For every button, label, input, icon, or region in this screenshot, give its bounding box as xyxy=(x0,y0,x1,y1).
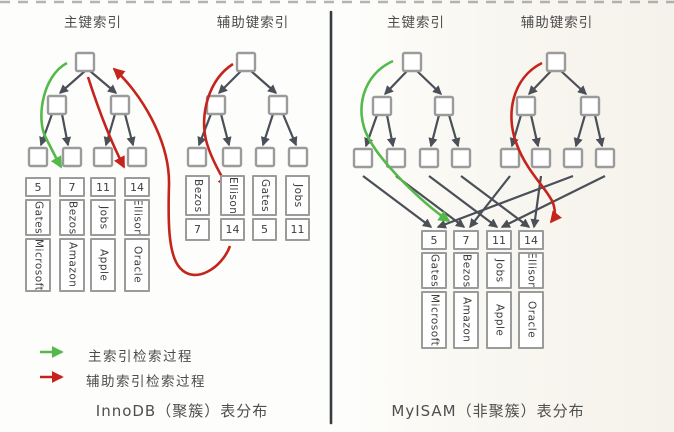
pk-cell: 5 xyxy=(25,177,51,197)
tree-node xyxy=(186,146,208,168)
tree-node xyxy=(515,95,537,117)
tree-node xyxy=(109,94,131,116)
name-cell: Ellison xyxy=(124,199,150,236)
name-cell: Jobs xyxy=(90,199,116,236)
company-cell: Oracle xyxy=(124,238,150,292)
tree-node xyxy=(385,147,407,169)
innodb-secondary-entry-ellison: Ellison 14 xyxy=(220,175,245,241)
tree-node xyxy=(579,95,601,117)
tree-node xyxy=(27,146,49,168)
legend-primary-label: 主索引检索过程 xyxy=(88,349,193,365)
tree-node xyxy=(418,147,440,169)
name-cell: Ellison xyxy=(220,175,245,216)
pk-cell: 11 xyxy=(486,230,512,250)
tree-node xyxy=(371,95,393,117)
tree-node xyxy=(352,147,374,169)
myisam-secondary-tree xyxy=(499,51,616,169)
tree-node xyxy=(433,95,455,117)
pk-cell: 5 xyxy=(252,218,277,241)
innodb-secondary-search-path-1 xyxy=(202,62,234,189)
innodb-row-11: 11 Jobs Apple xyxy=(90,177,116,292)
myisam-primary-search-path xyxy=(360,59,451,223)
legend-secondary-label: 辅助索引检索过程 xyxy=(86,374,206,390)
innodb-secondary-entry-gates: Gates 5 xyxy=(252,175,277,241)
tree-node xyxy=(254,146,276,168)
innodb-secondary-index-title: 辅助键索引 xyxy=(216,15,290,31)
pk-cell: 11 xyxy=(90,177,116,197)
company-cell: Microsoft xyxy=(25,238,51,292)
pk-cell: 5 xyxy=(421,230,447,250)
myisam-row-5: 5 Gates Microsoft xyxy=(421,230,447,349)
tree-node xyxy=(450,147,472,169)
tree-node xyxy=(562,147,584,169)
pk-cell: 14 xyxy=(124,177,150,197)
name-cell: Gates xyxy=(25,199,51,236)
innodb-row-5: 5 Gates Microsoft xyxy=(25,177,51,292)
pk-cell: 7 xyxy=(453,230,479,250)
tree-node xyxy=(126,146,148,168)
innodb-secondary-search-path-3 xyxy=(86,76,126,169)
name-cell: Gates xyxy=(252,175,277,216)
tree-node xyxy=(499,147,521,169)
company-cell: Oracle xyxy=(518,291,544,349)
innodb-secondary-tree xyxy=(186,51,309,168)
company-cell: Microsoft xyxy=(421,291,447,349)
innodb-secondary-entry-jobs: Jobs 11 xyxy=(285,175,310,241)
innodb-secondary-search-path-2 xyxy=(112,67,232,277)
innodb-primary-tree xyxy=(27,51,148,168)
name-cell: Gates xyxy=(421,252,447,289)
tree-node xyxy=(92,146,114,168)
company-cell: Apple xyxy=(90,238,116,292)
pk-cell: 11 xyxy=(285,218,310,241)
innodb-primary-search-path xyxy=(40,61,68,169)
name-cell: Bezos xyxy=(59,199,85,236)
pk-cell: 14 xyxy=(518,230,544,250)
tree-node xyxy=(46,94,68,116)
innodb-secondary-entry-bezos: Bezos 7 xyxy=(185,175,210,241)
tree-node xyxy=(74,51,96,73)
myisam-row-7: 7 Bezos Amazon xyxy=(453,230,479,349)
name-cell: Jobs xyxy=(285,175,310,216)
myisam-row-pointers xyxy=(362,174,606,229)
tree-node xyxy=(235,51,257,73)
name-cell: Bezos xyxy=(453,252,479,289)
company-cell: Amazon xyxy=(453,291,479,349)
company-cell: Amazon xyxy=(59,238,85,292)
tree-node xyxy=(61,146,83,168)
tree-node xyxy=(530,147,552,169)
name-cell: Ellison xyxy=(518,252,544,289)
name-cell: Bezos xyxy=(185,175,210,216)
tree-node xyxy=(287,146,309,168)
name-cell: Jobs xyxy=(486,252,512,289)
myisam-secondary-index-title: 辅助键索引 xyxy=(520,15,594,31)
tree-node xyxy=(401,51,423,73)
tree-node xyxy=(594,147,616,169)
pk-cell: 7 xyxy=(185,218,210,241)
tree-node xyxy=(267,94,289,116)
myisam-row-14: 14 Ellison Oracle xyxy=(518,230,544,349)
innodb-caption: InnoDB（聚簇）表分布 xyxy=(95,402,269,420)
myisam-primary-index-title: 主键索引 xyxy=(387,15,445,31)
innodb-primary-index-title: 主键索引 xyxy=(64,15,122,31)
pk-cell: 14 xyxy=(220,218,245,241)
myisam-primary-tree xyxy=(352,51,472,169)
innodb-row-7: 7 Bezos Amazon xyxy=(59,177,85,292)
myisam-caption: MyISAM（非聚簇）表分布 xyxy=(391,402,585,420)
myisam-secondary-search-path xyxy=(510,61,563,224)
tree-node xyxy=(221,146,243,168)
myisam-row-11: 11 Jobs Apple xyxy=(486,230,512,349)
company-cell: Apple xyxy=(486,291,512,349)
innodb-row-14: 14 Ellison Oracle xyxy=(124,177,150,292)
tree-node xyxy=(205,94,227,116)
pk-cell: 7 xyxy=(59,177,85,197)
tree-node xyxy=(545,51,567,73)
